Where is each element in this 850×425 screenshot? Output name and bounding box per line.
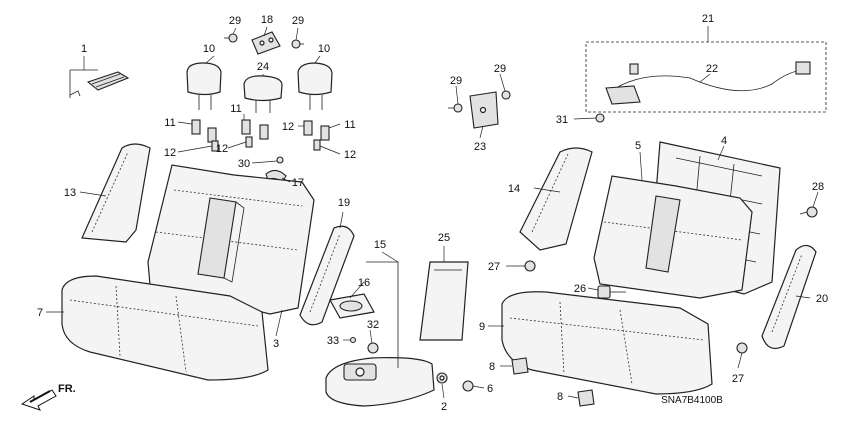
callout-19: 19 xyxy=(338,197,350,209)
callout-12: 12 xyxy=(344,149,356,161)
part-21-cable-box xyxy=(585,41,827,113)
part-26-latch xyxy=(597,285,626,299)
part-27-clip-lower xyxy=(736,342,748,354)
callout-7: 7 xyxy=(37,307,43,319)
callout-11: 11 xyxy=(164,117,175,129)
part-20-right-side-bolster xyxy=(761,244,817,349)
callout-11: 11 xyxy=(230,103,241,115)
part-18-bracket xyxy=(251,31,281,55)
part-29-screw-center-right xyxy=(501,90,511,100)
callout-12: 12 xyxy=(282,121,294,133)
callout-14: 14 xyxy=(508,183,520,195)
part-2-bolt xyxy=(436,372,448,384)
callout-29: 29 xyxy=(450,75,462,87)
callout-13: 13 xyxy=(64,187,76,199)
callout-2: 2 xyxy=(441,401,447,413)
part-16-cup-holder xyxy=(329,293,375,319)
callout-12: 12 xyxy=(216,143,228,155)
leader-lines xyxy=(46,26,819,399)
callout-12: 12 xyxy=(164,147,176,159)
callout-17: 17 xyxy=(292,177,304,189)
callout-27: 27 xyxy=(488,261,500,273)
callout-1: 1 xyxy=(81,43,87,55)
part-29-screw-left xyxy=(224,33,238,43)
callout-8: 8 xyxy=(557,391,563,403)
part-3-seat-back xyxy=(147,164,315,315)
part-29-screw-right xyxy=(291,39,304,49)
part-5-seat-back-right xyxy=(593,175,753,299)
callout-8: 8 xyxy=(489,361,495,373)
callout-22: 22 xyxy=(706,63,718,75)
part-8-clip-lower xyxy=(577,389,595,407)
part-31-screw xyxy=(595,113,605,123)
callout-18: 18 xyxy=(261,14,273,26)
part-9-seat-cushion-right xyxy=(501,291,713,395)
callout-15: 15 xyxy=(374,239,386,251)
callout-32: 32 xyxy=(367,319,379,331)
part-10-headrest-right xyxy=(297,62,333,110)
callout-30: 30 xyxy=(238,158,250,170)
part-27-clip-upper xyxy=(524,260,536,272)
part-7-seat-cushion xyxy=(61,275,269,381)
part-30-screw xyxy=(276,156,284,164)
callout-29: 29 xyxy=(229,15,241,27)
callout-29: 29 xyxy=(292,15,304,27)
callout-33: 33 xyxy=(327,335,339,347)
callout-21: 21 xyxy=(702,13,714,25)
callout-5: 5 xyxy=(635,140,641,152)
part-13-left-side-bolster xyxy=(81,143,151,243)
callout-6: 6 xyxy=(487,383,493,395)
part-29-screw-center-left xyxy=(448,103,463,113)
callout-3: 3 xyxy=(273,338,279,350)
callout-9: 9 xyxy=(479,321,485,333)
catalog-code: SNA7B4100B xyxy=(661,395,723,406)
part-23-bracket xyxy=(469,91,499,129)
part-8-clip-upper xyxy=(511,357,529,375)
part-19-side-piece xyxy=(299,225,355,326)
part-25-back-panel xyxy=(419,261,469,341)
callout-23: 23 xyxy=(474,141,486,153)
callout-4: 4 xyxy=(721,135,727,147)
callout-labels: 1 29 18 29 10 24 10 11 12 11 12 12 11 12… xyxy=(37,13,828,413)
part-14-side-bolster xyxy=(519,147,593,251)
part-24-headrest-center xyxy=(243,75,283,113)
callout-24: 24 xyxy=(257,61,269,73)
callout-29: 29 xyxy=(494,63,506,75)
front-direction-label: FR. xyxy=(58,383,76,395)
callout-11: 11 xyxy=(344,119,355,131)
callout-10: 10 xyxy=(203,43,215,55)
part-11-12-guides xyxy=(191,119,330,152)
callout-16: 16 xyxy=(358,277,370,289)
callout-20: 20 xyxy=(816,293,828,305)
callout-25: 25 xyxy=(438,232,450,244)
callout-26: 26 xyxy=(574,283,586,295)
callout-31: 31 xyxy=(556,114,568,126)
part-1-cover-clip xyxy=(69,71,130,97)
part-28-clip xyxy=(799,206,818,218)
callout-28: 28 xyxy=(812,181,824,193)
callout-10: 10 xyxy=(318,43,330,55)
part-10-headrest-left xyxy=(186,62,222,110)
callout-27: 27 xyxy=(732,373,744,385)
part-32-clip xyxy=(367,342,379,354)
part-6-nut xyxy=(462,380,474,392)
part-15-armrest xyxy=(325,357,435,407)
part-33-screw xyxy=(349,336,357,344)
front-direction-arrow xyxy=(20,389,57,411)
